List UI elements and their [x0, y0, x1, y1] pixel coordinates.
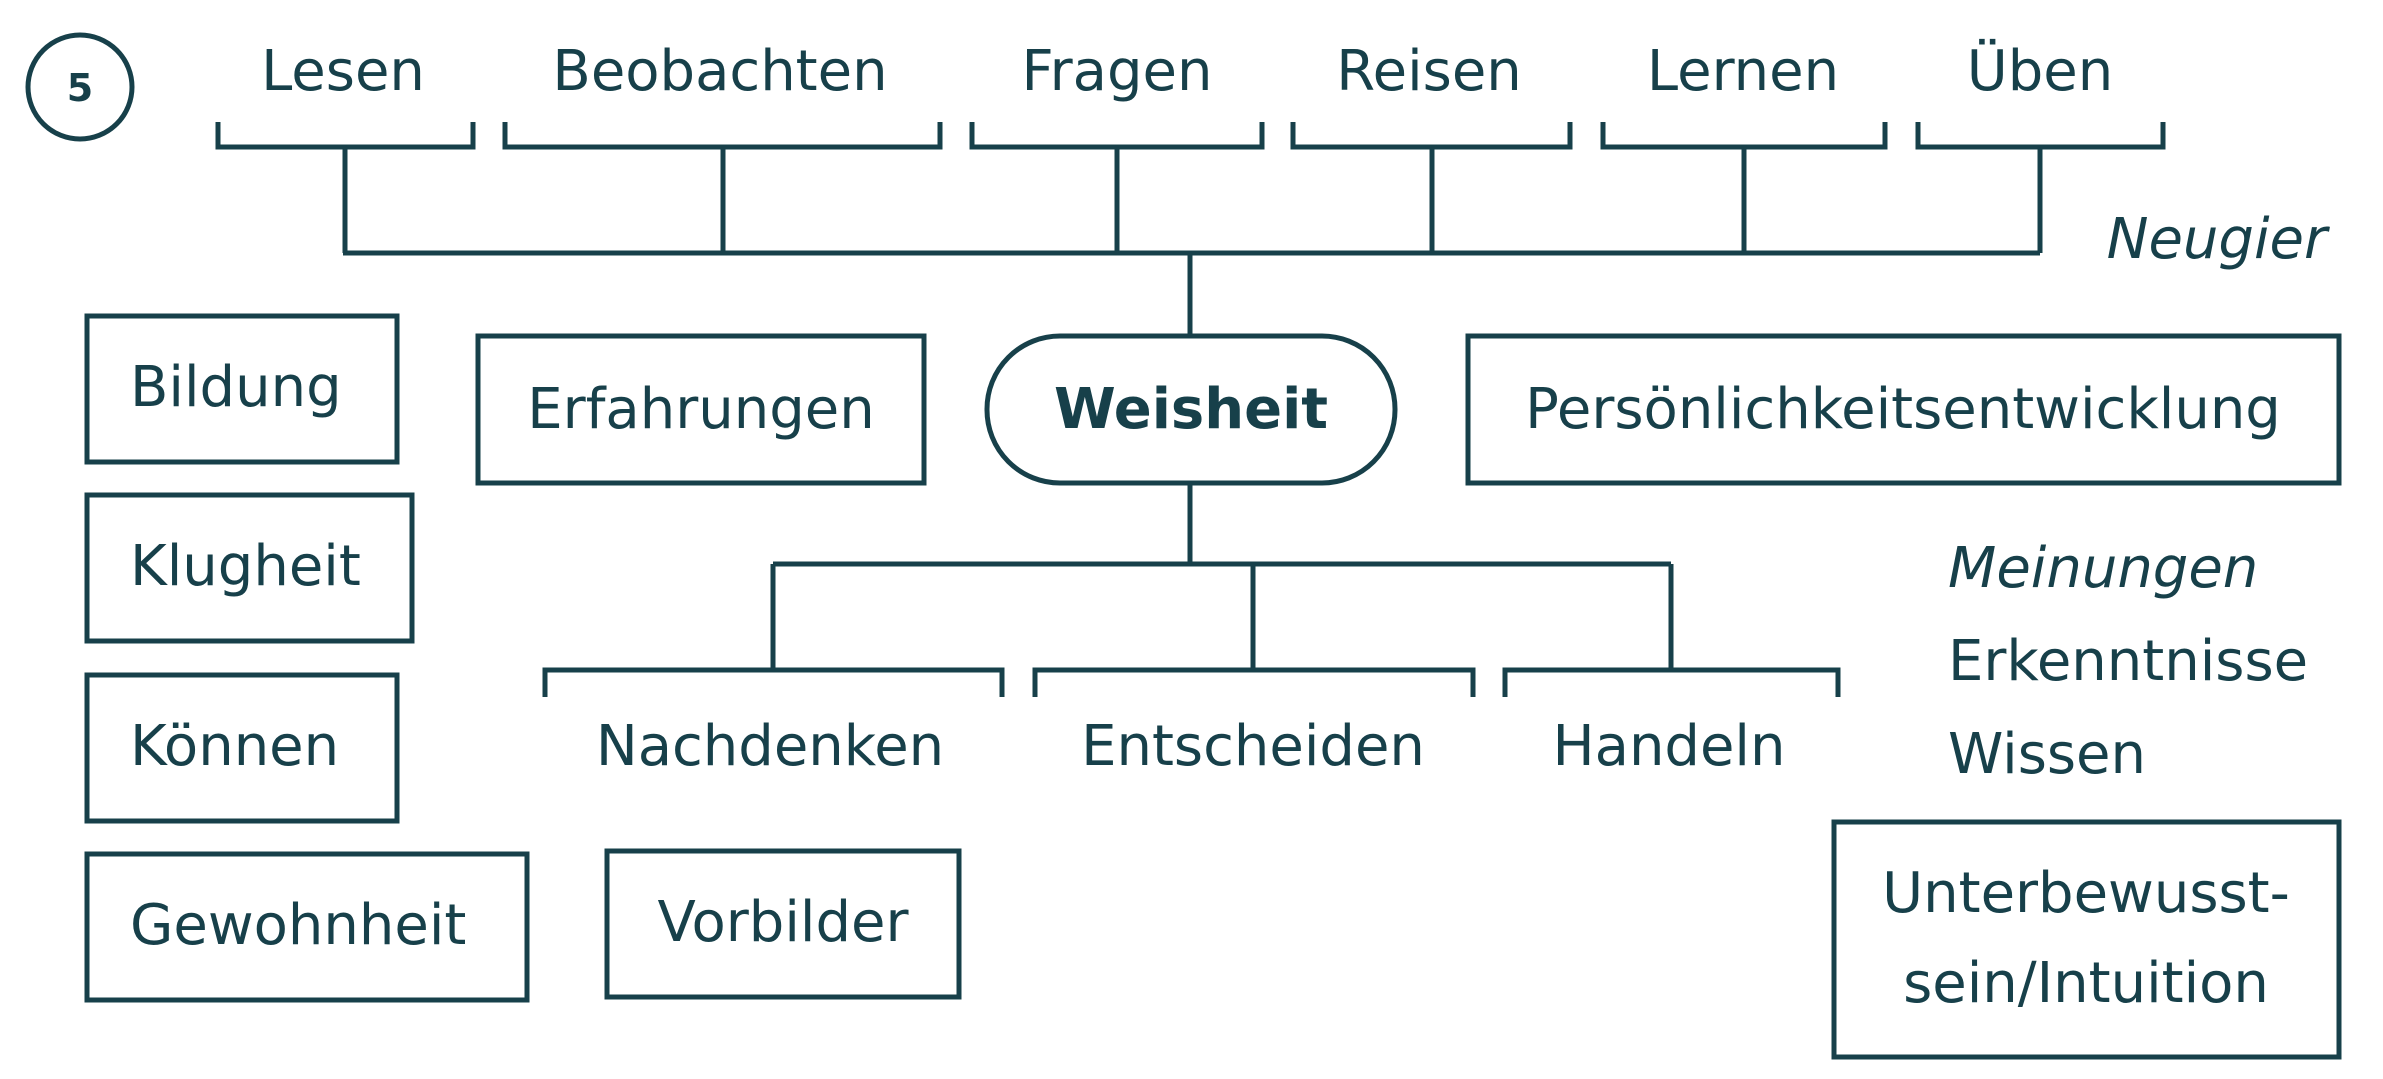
gewohnheit-box — [84, 851, 530, 1003]
top-item-fragen: Fragen — [1022, 39, 1213, 104]
bildung-box — [84, 313, 400, 465]
intuition-box — [1831, 819, 2342, 1060]
bottom-bracket-nachdenken — [542, 667, 1005, 697]
top-item-reisen: Reisen — [1336, 39, 1522, 104]
top-bracket-beobachten — [502, 122, 943, 253]
bottom-bracket-handeln — [1502, 667, 1841, 697]
step-number-circle — [25, 32, 135, 142]
bottom-item-nachdenken: Nachdenken — [596, 714, 944, 779]
persoenlichkeitsentwicklung-box — [1465, 333, 2342, 486]
top-item-lesen: Lesen — [261, 39, 425, 104]
koennen-label: Können — [130, 714, 339, 779]
koennen-box — [84, 672, 400, 824]
top-item-ueben: Üben — [1967, 39, 2113, 104]
top-bracket-reisen — [1290, 122, 1573, 253]
top-bracket-fragen — [969, 122, 1265, 253]
erfahrungen-label: Erfahrungen — [527, 377, 874, 442]
neugier-label: Neugier — [2107, 207, 2330, 272]
meinungen-term: Meinungen — [1948, 536, 2258, 601]
bottom-item-handeln: Handeln — [1553, 714, 1786, 779]
intuition-label-line1: Unterbewusst- — [1882, 861, 2290, 926]
bottom-item-entscheiden: Entscheiden — [1081, 714, 1425, 779]
persoenlichkeitsentwicklung-label: Persönlichkeitsentwicklung — [1525, 377, 2281, 442]
klugheit-box — [84, 492, 415, 644]
erfahrungen-box — [475, 333, 927, 486]
top-item-beobachten: Beobachten — [552, 39, 887, 104]
top-bracket-lernen — [1600, 122, 1888, 253]
klugheit-label: Klugheit — [130, 534, 361, 599]
vorbilder-box — [604, 848, 962, 1000]
step-number: 5 — [67, 66, 93, 110]
top-item-lernen: Lernen — [1647, 39, 1839, 104]
bildung-label: Bildung — [130, 355, 342, 420]
bottom-bracket-entscheiden — [1032, 667, 1476, 697]
weisheit-label: Weisheit — [1054, 377, 1328, 442]
erkenntnisse-term: Erkenntnisse — [1948, 629, 2308, 694]
intuition-label-line2: sein/Intuition — [1903, 951, 2269, 1016]
wissen-term: Wissen — [1948, 722, 2146, 787]
vorbilder-label: Vorbilder — [658, 890, 910, 955]
top-bracket-lesen — [215, 122, 476, 253]
gewohnheit-label: Gewohnheit — [130, 893, 466, 958]
top-bracket-ueben — [1915, 122, 2166, 253]
